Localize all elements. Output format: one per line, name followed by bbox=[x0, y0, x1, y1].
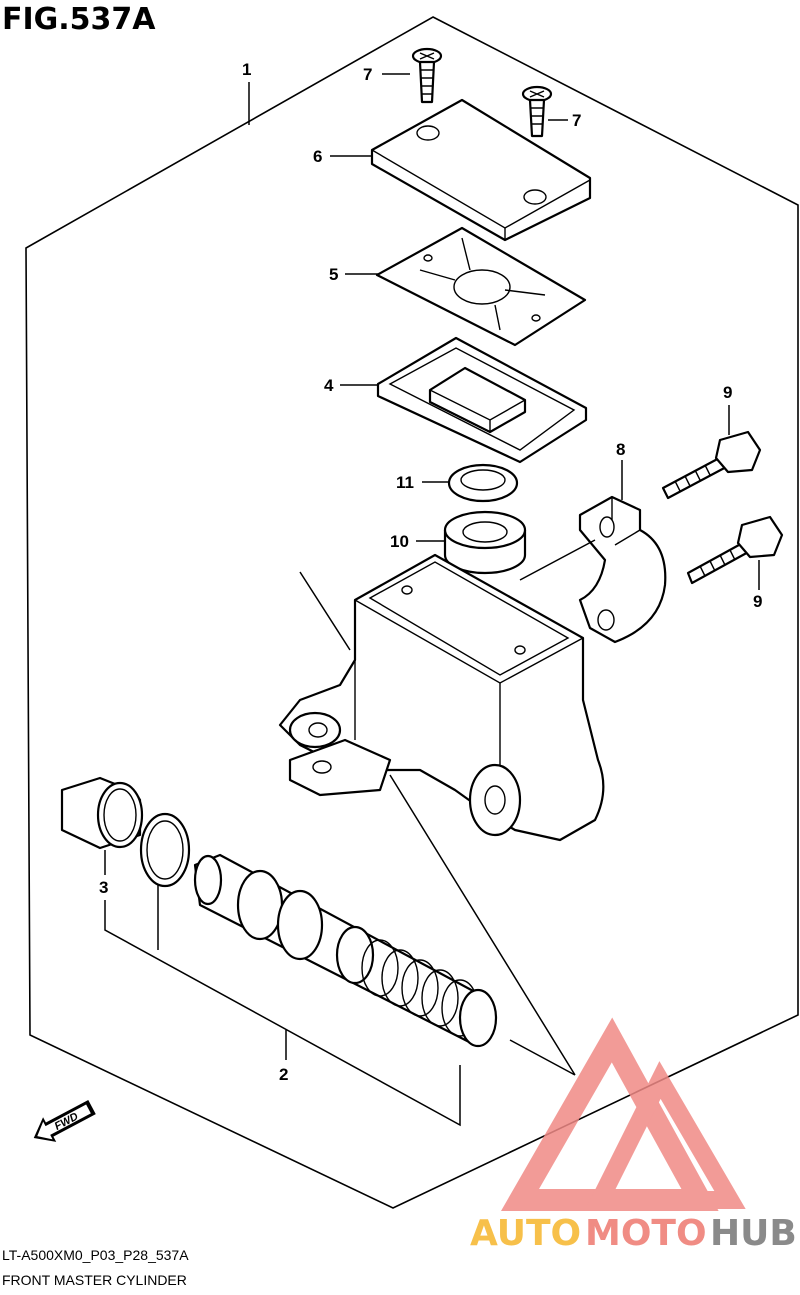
callout-10: 10 bbox=[390, 532, 409, 551]
arrow-fwd-icon: FWD bbox=[33, 1099, 96, 1142]
callout-1: 1 bbox=[242, 60, 251, 79]
part-8-bracket bbox=[578, 495, 667, 644]
assembly-axis-line bbox=[299, 539, 596, 1076]
automotohub-logo-icon bbox=[500, 1017, 746, 1211]
callout-2: 2 bbox=[279, 1065, 288, 1084]
callout-3: 3 bbox=[99, 878, 108, 897]
callout-7-left: 7 bbox=[363, 65, 372, 84]
master-cylinder-body bbox=[278, 553, 605, 842]
part-7-screw-left bbox=[411, 47, 443, 104]
part-4-diaphragm bbox=[376, 336, 588, 464]
callout-8: 8 bbox=[616, 440, 625, 459]
watermark-auto: AUTO bbox=[470, 1213, 581, 1254]
part-9-bolt-lower bbox=[686, 515, 784, 585]
part-3-cup bbox=[60, 776, 144, 850]
callout-5: 5 bbox=[329, 265, 338, 284]
part-9-bolt-upper bbox=[661, 430, 762, 500]
watermark-hub: HUB bbox=[710, 1213, 797, 1254]
figure-caption: FRONT MASTER CYLINDER bbox=[2, 1272, 187, 1288]
part-7-screw-right bbox=[521, 85, 553, 138]
figure-code: LT-A500XM0_P03_P28_537A bbox=[2, 1247, 189, 1263]
callout-9-upper: 9 bbox=[723, 383, 732, 402]
part-2-piston-spring bbox=[193, 853, 498, 1048]
part-10-boot bbox=[443, 510, 527, 575]
callout-4: 4 bbox=[324, 376, 334, 395]
callout-7-right: 7 bbox=[572, 111, 581, 130]
callout-9-lower: 9 bbox=[753, 592, 762, 611]
watermark-text: AUTO MOTO HUB bbox=[470, 1213, 797, 1254]
leader-lines bbox=[104, 73, 760, 1127]
watermark-moto: MOTO bbox=[585, 1213, 707, 1254]
figure-title: FIG.537A bbox=[2, 2, 156, 37]
part-5-diaphragm-plate bbox=[375, 226, 587, 347]
callout-6: 6 bbox=[313, 147, 322, 166]
assembly-outline bbox=[25, 16, 799, 1209]
part-6-reservoir-cap bbox=[370, 98, 592, 242]
part-3-circlip bbox=[139, 812, 191, 888]
part-11-ring bbox=[447, 463, 519, 503]
callout-11: 11 bbox=[396, 473, 414, 492]
